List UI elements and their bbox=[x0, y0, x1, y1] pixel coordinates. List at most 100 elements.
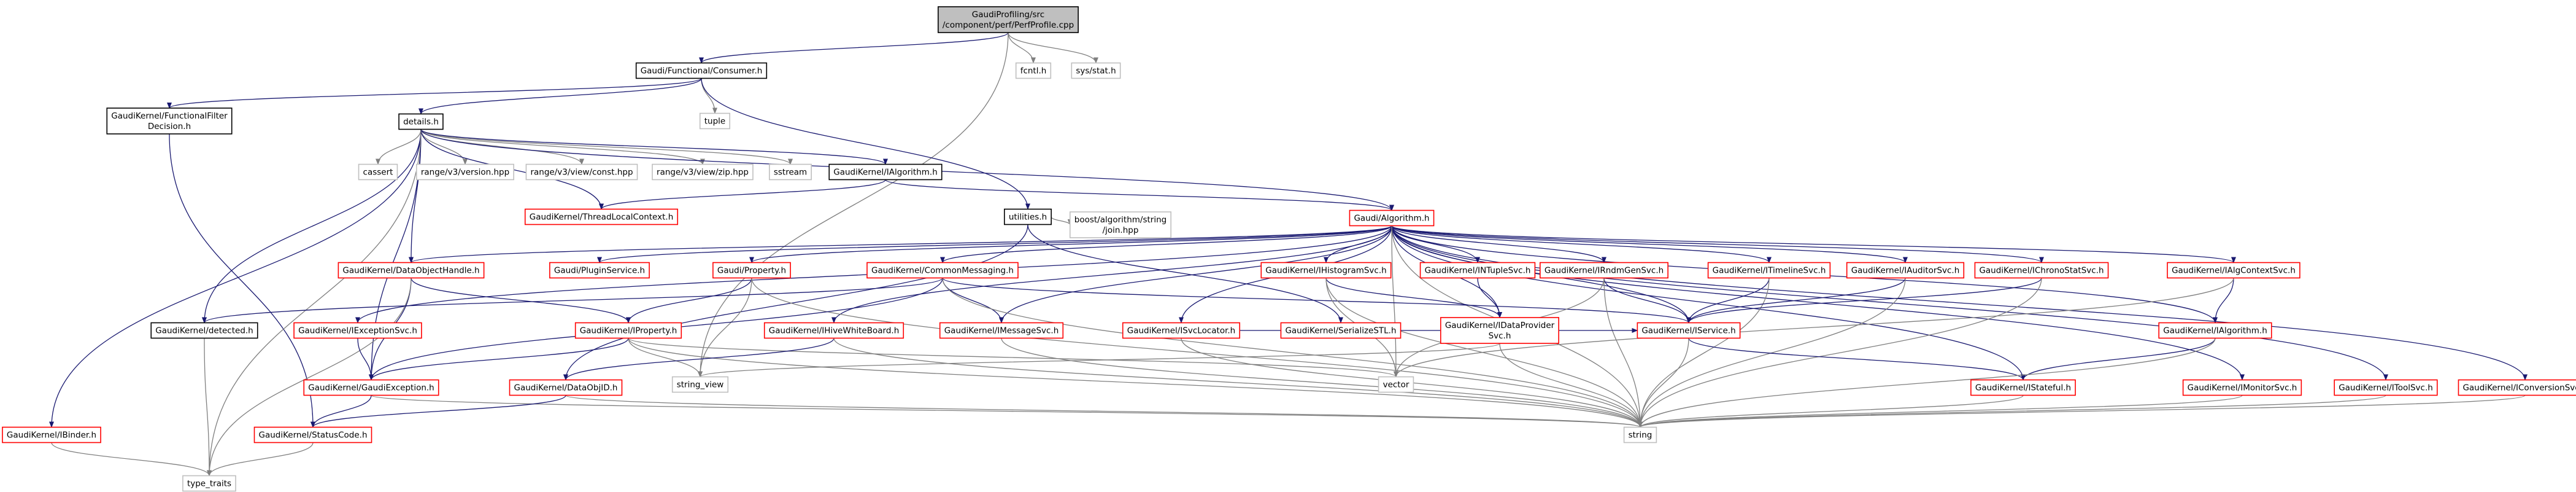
node-iservice[interactable]: GaudiKernel/IService.h bbox=[1637, 322, 1741, 339]
node-label: Gaudi/Functional/Consumer.h bbox=[641, 66, 763, 76]
node-label: range/v3/view/zip.hpp bbox=[657, 168, 749, 178]
node-consumer[interactable]: Gaudi/Functional/Consumer.h bbox=[635, 62, 768, 79]
edge-iproperty-to-vector bbox=[628, 337, 1398, 378]
node-iauditorsvc[interactable]: GaudiKernel/IAuditorSvc.h bbox=[1846, 262, 1965, 279]
edge-path bbox=[369, 338, 629, 381]
node-gaudiexception[interactable]: GaudiKernel/GaudiException.h bbox=[303, 379, 439, 396]
node-statuscode[interactable]: GaudiKernel/StatusCode.h bbox=[253, 426, 372, 443]
edge-path bbox=[628, 337, 1398, 378]
node-itoolsvc[interactable]: GaudiKernel/IToolSvc.h bbox=[2334, 379, 2438, 396]
node-label: type_traits bbox=[187, 479, 231, 489]
node-box bbox=[1440, 317, 1559, 344]
edge-details-to-ialgorithm-gk bbox=[420, 128, 888, 165]
edge-irndmgensvc-to-iservice bbox=[1603, 278, 1691, 324]
node-dataobjid[interactable]: GaudiKernel/DataObjID.h bbox=[509, 379, 623, 396]
node-iconversionsvc[interactable]: GaudiKernel/IConversionSvc.h bbox=[2458, 379, 2576, 396]
node-imessagesvc[interactable]: GaudiKernel/IMessageSvc.h bbox=[939, 322, 1064, 339]
node-type-traits: type_traits bbox=[182, 475, 236, 492]
node-commonmessaging[interactable]: GaudiKernel/CommonMessaging.h bbox=[866, 262, 1019, 279]
node-label: GaudiKernel/IHiveWhiteBoard.h bbox=[769, 326, 900, 336]
edge-path bbox=[885, 179, 1394, 211]
node-label: Gaudi/PluginService.h bbox=[554, 266, 645, 276]
edge-path bbox=[420, 129, 468, 165]
edge-idataprovidersvc-to-string bbox=[1499, 343, 1643, 428]
node-box bbox=[1260, 262, 1392, 279]
node-details[interactable]: details.h bbox=[398, 113, 444, 130]
node-ialgorithm-red[interactable]: GaudiKernel/IAlgorithm.h bbox=[2158, 322, 2272, 339]
node-threadlocal[interactable]: GaudiKernel/ThreadLocalContext.h bbox=[524, 208, 679, 225]
node-serializestl[interactable]: GaudiKernel/SerializeSTL.h bbox=[1280, 322, 1402, 339]
edge-path bbox=[1391, 225, 1606, 264]
edge-path bbox=[940, 225, 1392, 264]
edge-irndmgensvc-to-string bbox=[1603, 278, 1643, 428]
edge-path bbox=[1686, 278, 1770, 324]
edge-ialgorithm-gk-to-threadlocal bbox=[599, 179, 886, 210]
edge-itimelinesvc-to-iservice bbox=[1686, 278, 1770, 324]
node-label: details.h bbox=[403, 117, 439, 127]
node-string: string bbox=[1623, 426, 1657, 443]
node-dataobjecthandle[interactable]: GaudiKernel/DataObjectHandle.h bbox=[337, 262, 485, 279]
node-itimelinesvc[interactable]: GaudiKernel/ITimelineSvc.h bbox=[1707, 262, 1831, 279]
edge-path bbox=[371, 394, 1643, 428]
node-intuplesvc[interactable]: GaudiKernel/INTupleSvc.h bbox=[1419, 262, 1536, 279]
node-ialgorithm-gk[interactable]: GaudiKernel/IAlgorithm.h bbox=[828, 163, 943, 181]
edge-gaudiproperty-to-iproperty bbox=[626, 278, 752, 324]
edge-layer bbox=[49, 32, 2528, 477]
edge-statuscode-to-type-traits bbox=[207, 442, 314, 477]
node-label: GaudiKernel/IChronoStatSvc.h bbox=[1979, 266, 2104, 276]
node-istateful[interactable]: GaudiKernel/IStateful.h bbox=[1970, 379, 2076, 396]
node-label: string_view bbox=[677, 380, 724, 390]
node-box bbox=[1970, 379, 2076, 396]
node-ipluginservice[interactable]: Gaudi/PluginService.h bbox=[549, 262, 650, 279]
edge-path bbox=[698, 343, 1500, 378]
edge-path bbox=[204, 338, 212, 477]
edge-path bbox=[1499, 343, 1643, 428]
node-label: cassert bbox=[363, 168, 393, 178]
node-label: utilities.h bbox=[1009, 213, 1047, 222]
edge-path bbox=[942, 277, 1691, 324]
edge-utilities-to-boostjoin bbox=[1051, 216, 1073, 225]
node-gaudialgorithm[interactable]: Gaudi/Algorithm.h bbox=[1349, 209, 1435, 227]
node-vector: vector bbox=[1378, 376, 1414, 393]
node-ihistogramsvc[interactable]: GaudiKernel/IHistogramSvc.h bbox=[1260, 262, 1392, 279]
node-ibinder[interactable]: GaudiKernel/IBinder.h bbox=[2, 426, 101, 443]
edge-commonmessaging-to-string bbox=[942, 278, 1643, 428]
node-label: GaudiKernel/IService.h bbox=[1641, 326, 1735, 336]
node-box bbox=[1004, 208, 1052, 225]
node-label: GaudiKernel/IToolSvc.h bbox=[2339, 383, 2433, 393]
node-irndmgensvc[interactable]: GaudiKernel/IRndmGenSvc.h bbox=[1540, 262, 1668, 279]
node-root[interactable]: GaudiProfiling/src/component/perf/PerfPr… bbox=[938, 6, 1079, 33]
edge-path bbox=[699, 32, 1009, 64]
edge-path bbox=[167, 77, 702, 109]
edge-dataobjecthandle-to-type-traits bbox=[207, 278, 412, 477]
edge-dataobjid-to-statuscode bbox=[310, 395, 566, 428]
edge-gaudiexception-to-string bbox=[371, 394, 1643, 428]
node-label: GaudiKernel/ITimelineSvc.h bbox=[1713, 266, 1826, 276]
edge-path bbox=[420, 128, 888, 165]
node-ihivewhiteboard[interactable]: GaudiKernel/IHiveWhiteBoard.h bbox=[763, 322, 904, 339]
edge-path bbox=[1394, 278, 2234, 378]
node-box bbox=[2, 426, 101, 443]
node-utilities[interactable]: utilities.h bbox=[1004, 208, 1052, 225]
edge-iconversionsvc-to-string bbox=[1638, 394, 2526, 428]
edge-path bbox=[1051, 216, 1073, 225]
node-ichronostatsvc[interactable]: GaudiKernel/IChronoStatSvc.h bbox=[1974, 262, 2109, 279]
node-fcntl: fcntl.h bbox=[1015, 62, 1052, 79]
edge-details-to-ibinder bbox=[49, 129, 422, 428]
node-imonitorsvc[interactable]: GaudiKernel/IMonitorSvc.h bbox=[2182, 379, 2302, 396]
node-detected[interactable]: GaudiKernel/detected.h bbox=[150, 322, 258, 339]
node-box bbox=[635, 62, 768, 79]
node-box bbox=[182, 475, 236, 492]
node-iexceptionsvc[interactable]: GaudiKernel/IExceptionSvc.h bbox=[293, 322, 422, 339]
edge-path bbox=[1686, 278, 2042, 324]
edge-path bbox=[628, 338, 1643, 428]
node-iproperty[interactable]: GaudiKernel/IProperty.h bbox=[574, 322, 682, 339]
node-gaudiproperty[interactable]: Gaudi/Property.h bbox=[712, 262, 791, 279]
node-box bbox=[652, 163, 754, 181]
node-label: tuple bbox=[704, 117, 725, 127]
node-ialgcontextsvc[interactable]: GaudiKernel/IAlgContextSvc.h bbox=[2167, 262, 2300, 279]
node-isvclocator[interactable]: GaudiKernel/ISvcLocator.h bbox=[1122, 322, 1241, 339]
